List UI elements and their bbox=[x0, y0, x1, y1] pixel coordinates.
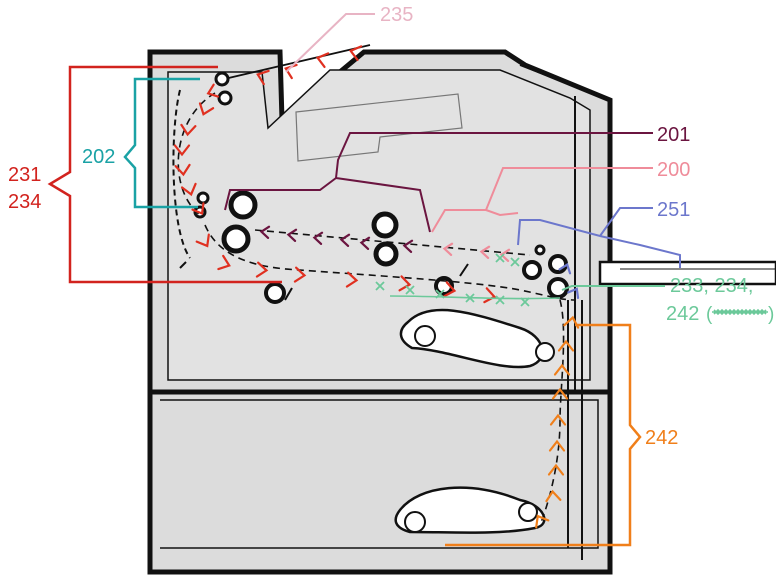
rollers bbox=[193, 71, 569, 304]
direction-arrow-icon bbox=[348, 45, 363, 62]
direction-arrow-icon bbox=[557, 339, 575, 352]
label-233-234: 233, 234, bbox=[670, 275, 753, 297]
duplex-cross-mark-icon bbox=[375, 281, 385, 291]
direction-arrow-icon bbox=[553, 363, 571, 376]
direction-arrow-icon bbox=[191, 202, 205, 216]
leader-233-234-242 bbox=[561, 285, 665, 291]
direction-arrow-icon bbox=[479, 245, 491, 259]
label-231: 231 bbox=[8, 164, 41, 186]
direction-arrow-icon bbox=[286, 228, 298, 242]
leader-235 bbox=[285, 13, 375, 73]
roller-exit-2 bbox=[522, 260, 542, 280]
bracket-201 bbox=[224, 132, 653, 233]
label-201: 201 bbox=[657, 124, 690, 146]
roller-large-2 bbox=[221, 224, 251, 254]
direction-arrow-icon bbox=[548, 439, 566, 452]
roller-mid-2 bbox=[373, 241, 399, 267]
direction-arrow-icon bbox=[195, 233, 210, 248]
duplex-cross-mark-icon bbox=[520, 297, 530, 307]
roller-large-1 bbox=[228, 190, 258, 220]
bracket-202 bbox=[123, 77, 200, 209]
direction-arrow-icon bbox=[174, 163, 191, 177]
bracket-242 bbox=[445, 323, 642, 547]
direction-arrow-icon bbox=[549, 413, 567, 426]
roller-left-1 bbox=[196, 191, 210, 205]
direction-arrow-icon bbox=[442, 242, 454, 256]
duplex-cross-mark-icon bbox=[495, 295, 505, 305]
label-234: 234 bbox=[8, 191, 41, 213]
label-242-orange: 242 bbox=[645, 427, 678, 449]
duplex-cross-mark-icon bbox=[495, 253, 505, 263]
direction-arrow-icon bbox=[558, 262, 572, 275]
direction-arrow-icon bbox=[359, 236, 371, 250]
roller-exit-3 bbox=[548, 254, 568, 274]
direction-arrow-icon bbox=[206, 83, 220, 98]
direction-arrow-icon bbox=[256, 69, 270, 86]
direction-arrow-icon bbox=[173, 144, 191, 157]
direction-arrow-icon bbox=[180, 123, 197, 137]
direction-arrow-icon bbox=[259, 225, 271, 239]
label-242-crossed: 242 ( ) bbox=[666, 303, 774, 325]
label-242-green: 242 bbox=[666, 303, 699, 325]
bracket-200 bbox=[431, 167, 653, 233]
roller-mid-1 bbox=[371, 211, 399, 239]
direction-arrow-icon bbox=[345, 271, 359, 288]
roller-top-1 bbox=[214, 71, 230, 87]
duplex-cross-mark-icon bbox=[405, 285, 415, 295]
label-235: 235 bbox=[380, 4, 413, 26]
direction-arrow-icon bbox=[499, 248, 511, 262]
direction-arrow-icon bbox=[483, 287, 497, 304]
direction-arrow-icon bbox=[567, 287, 580, 300]
roller-exit-4 bbox=[547, 277, 569, 299]
paper-direction-arrows bbox=[173, 45, 580, 529]
direction-arrow-icon bbox=[312, 231, 324, 245]
bracket-251 bbox=[517, 207, 681, 268]
direction-arrow-icon bbox=[443, 281, 457, 298]
direction-arrow-icon bbox=[315, 52, 330, 69]
roller-bottom-left bbox=[264, 282, 286, 304]
duplex-cross-mark-icon bbox=[510, 257, 520, 267]
direction-arrow-icon bbox=[535, 514, 550, 529]
label-202: 202 bbox=[82, 146, 115, 168]
direction-arrow-icon bbox=[551, 387, 569, 400]
roller-top-2 bbox=[217, 90, 233, 106]
lower-lift-plate bbox=[394, 486, 546, 534]
label-200: 200 bbox=[657, 159, 690, 181]
output-tray bbox=[598, 260, 776, 286]
label-242-paren-close: ) bbox=[768, 304, 774, 325]
direction-arrow-icon bbox=[398, 275, 412, 292]
upper-lift-plate bbox=[399, 308, 544, 369]
roller-bottom-mid bbox=[434, 276, 454, 296]
crossed-arrows-icon bbox=[712, 308, 768, 316]
label-242-paren-open: ( bbox=[706, 304, 713, 325]
direction-arrow-icon bbox=[339, 233, 351, 247]
direction-arrow-icon bbox=[217, 254, 231, 271]
direction-arrow-icon bbox=[198, 102, 215, 116]
direction-arrow-icon bbox=[547, 463, 565, 476]
direction-arrow-icon bbox=[545, 489, 562, 503]
bracket-231-234 bbox=[47, 65, 282, 284]
direction-arrow-icon bbox=[293, 266, 307, 283]
label-251: 251 bbox=[657, 199, 690, 221]
direction-arrow-icon bbox=[255, 261, 269, 278]
laser-unit-outline bbox=[295, 93, 463, 162]
direction-arrow-icon bbox=[180, 182, 197, 197]
direction-arrow-icon bbox=[402, 239, 414, 253]
roller-exit-1 bbox=[534, 244, 546, 256]
